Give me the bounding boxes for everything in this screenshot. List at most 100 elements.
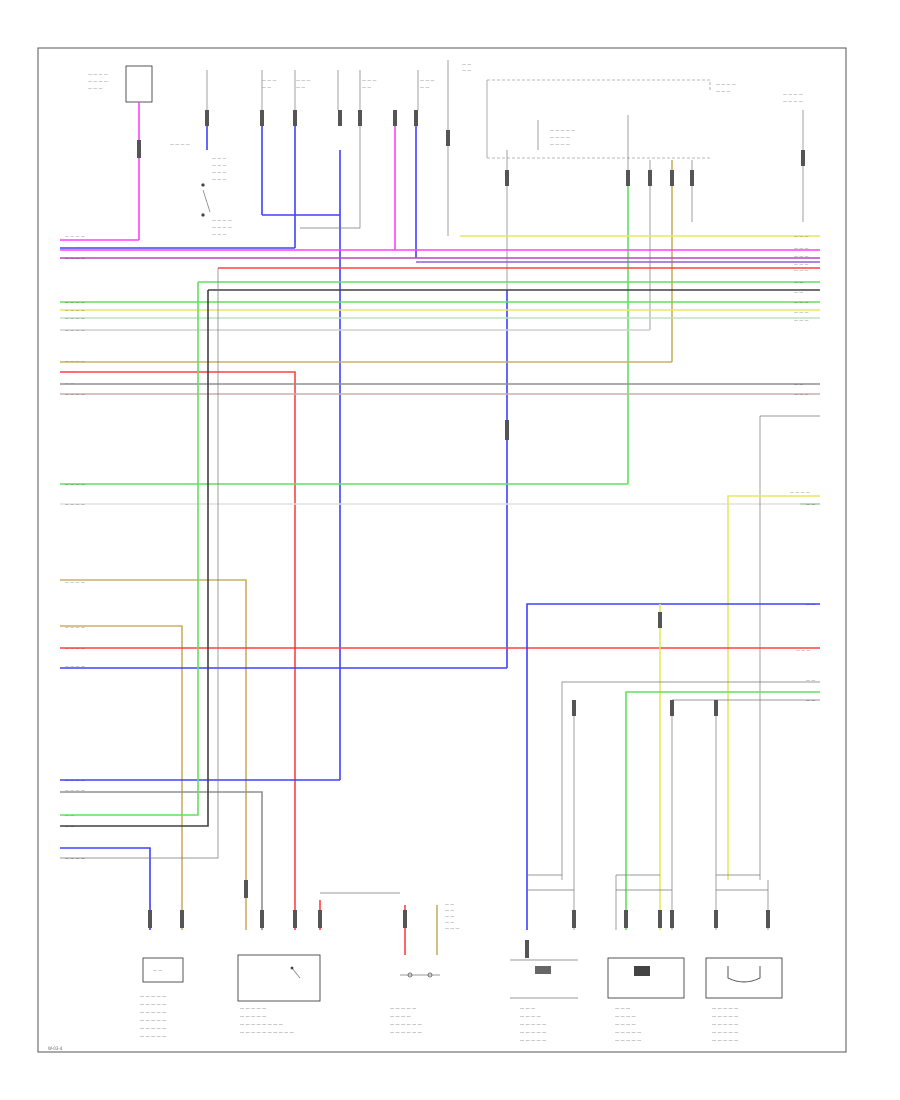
svg-text:— — — —: — — — —: [790, 490, 810, 495]
svg-text:— — — —: — — — —: [550, 142, 570, 147]
svg-text:— — — —: — — — —: [65, 300, 85, 305]
svg-text:— — —: — — —: [420, 78, 435, 83]
svg-text:— — —: — — —: [520, 1006, 535, 1011]
svg-text:— — — — —: — — — — —: [615, 1030, 641, 1035]
svg-text:— — — — —: — — — — —: [520, 1022, 546, 1027]
svg-text:— — — — —: — — — — —: [712, 1014, 738, 1019]
svg-text:— —: — —: [806, 502, 815, 507]
svg-text:— — —: — — —: [212, 232, 227, 237]
svg-text:— — — — —: — — — — —: [240, 1014, 266, 1019]
svg-text:— — — —: — — — —: [716, 82, 736, 87]
svg-text:— — — — —: — — — — —: [712, 1006, 738, 1011]
left-wire-labels: — — — — — — — — — — — — — — — — — — — — …: [65, 234, 85, 861]
svg-text:— —: — —: [445, 908, 454, 913]
svg-text:— — —: — — —: [212, 156, 227, 161]
svg-text:— — — —: — — — —: [170, 142, 190, 147]
svg-text:— — — —: — — — —: [65, 392, 85, 397]
svg-text:— —: — —: [462, 62, 471, 67]
svg-text:— — —: — — —: [794, 254, 809, 259]
svg-text:— — — —: — — — —: [65, 234, 85, 239]
svg-text:— — — — —: — — — — —: [140, 1034, 166, 1039]
svg-text:— — —: — — —: [212, 163, 227, 168]
ignition-switch-component: — — — — — — — — — — — — — — — — — — — — …: [170, 142, 232, 237]
svg-text:— —: — —: [153, 968, 162, 973]
svg-text:— — —: — — —: [88, 86, 103, 91]
svg-text:— — —: — — —: [262, 78, 277, 83]
svg-text:— — — —: — — — —: [65, 256, 85, 261]
svg-text:— — — —: — — — —: [615, 1022, 636, 1027]
svg-text:— —: — —: [445, 920, 454, 925]
combination-meter-bottom: — — — — — — — — — — — — — — — — — — — — …: [510, 959, 578, 1043]
svg-text:— — — — —: — — — — —: [140, 1002, 166, 1007]
svg-text:— —: — —: [462, 68, 471, 73]
svg-text:— — — —: — — — —: [65, 359, 85, 364]
svg-text:— —: — —: [362, 85, 371, 90]
svg-text:— — —: — — —: [212, 170, 227, 175]
svg-text:— — — —: — — — —: [520, 1014, 541, 1019]
svg-text:— — — —: — — — —: [615, 1014, 636, 1019]
svg-text:— — —: — — —: [794, 268, 809, 273]
data-link-connector-bottom: — — — — — — — — — — — — — — — — — — — — …: [607, 957, 685, 1043]
svg-text:— — — —: — — — —: [65, 502, 85, 507]
data-link-connector-component: — — — — — — — — — — — — — — — — — — — —: [486, 79, 736, 159]
svg-text:— — — — —: — — — — —: [550, 128, 575, 133]
svg-text:— — — — —: — — — — —: [140, 994, 166, 999]
svg-text:— — — — —: — — — — —: [240, 1006, 266, 1011]
svg-text:— — — — —: — — — — —: [520, 1030, 546, 1035]
svg-text:— — — — — —: — — — — — —: [390, 1030, 422, 1035]
svg-text:— — — — —: — — — — —: [390, 1006, 416, 1011]
svg-text:— — — —: — — — —: [65, 308, 85, 313]
svg-text:— — — — —: — — — — —: [712, 1022, 738, 1027]
svg-text:— — — —: — — — —: [65, 625, 85, 630]
svg-text:— — — — —: — — — — —: [140, 1018, 166, 1023]
svg-text:— — — —: — — — —: [65, 482, 85, 487]
svg-text:— — — — —: — — — — —: [520, 1038, 546, 1043]
diagram-id: W-03-4: [48, 1046, 63, 1051]
svg-text:— — — — —: — — — — —: [615, 1038, 641, 1043]
stop-lamp-switch-component: — — — — — — — —: [783, 92, 804, 222]
svg-text:— — — —: — — — —: [65, 328, 85, 333]
svg-text:— — — —: — — — —: [88, 79, 108, 84]
antenna-bottom: — — — — — — — — — — — — — — — — — — — — …: [390, 902, 460, 1035]
svg-text:— —: — —: [806, 678, 815, 683]
svg-text:— — — —: — — — —: [783, 92, 803, 97]
svg-text:— — —: — — —: [362, 78, 377, 83]
svg-text:— —: — —: [794, 290, 803, 295]
svg-text:— — — —: — — — —: [65, 856, 85, 861]
svg-text:— — —: — — —: [794, 392, 809, 397]
svg-text:— — — —: — — — —: [212, 225, 232, 230]
svg-text:— — — —: — — — —: [783, 99, 803, 104]
svg-text:— — —: — — —: [716, 89, 731, 94]
svg-text:— —: — —: [262, 85, 271, 90]
svg-text:— —: — —: [445, 914, 454, 919]
svg-text:— — — — —: — — — — —: [140, 1026, 166, 1031]
svg-text:— — — —: — — — —: [65, 664, 85, 669]
svg-text:— — —: — — —: [212, 177, 227, 182]
svg-text:— —: — —: [65, 381, 74, 386]
connector-pins: [137, 110, 805, 958]
svg-text:— — — — —: — — — — —: [712, 1030, 738, 1035]
speed-sensor-bottom: — — — — — — — — — — — — — — — — — — — — …: [140, 957, 184, 1039]
svg-text:— — —: — — —: [794, 234, 809, 239]
svg-text:— — —: — — —: [794, 310, 809, 315]
svg-text:— — —: — — —: [794, 262, 809, 267]
svg-text:— — — —: — — — —: [65, 580, 85, 585]
svg-text:— — —: — — —: [445, 926, 460, 931]
svg-text:— — —: — — —: [296, 78, 311, 83]
fuel-pump-relay-bottom: — — — — — — — — — — — — — — — — — — — — …: [237, 954, 321, 1035]
fuse-column-1: — — — — —: [261, 70, 277, 215]
svg-text:— — — — — — — — — —: — — — — — — — — — —: [240, 1030, 294, 1035]
svg-text:— — —: — — —: [615, 1006, 630, 1011]
svg-text:— —: — —: [296, 85, 305, 90]
svg-text:— — — —: — — — —: [550, 135, 570, 140]
svg-text:— —: — —: [794, 382, 803, 387]
svg-text:— — — —: — — — —: [88, 72, 108, 77]
svg-text:— — — —: — — — —: [212, 218, 232, 223]
svg-text:— —: — —: [806, 698, 815, 703]
svg-text:— —: — —: [65, 369, 74, 374]
fuse-column-2: — — — — —: [294, 70, 311, 248]
svg-text:— — — —: — — — —: [390, 1014, 411, 1019]
svg-text:— — — — —: — — — — —: [712, 1038, 738, 1043]
svg-text:— —: — —: [420, 85, 429, 90]
